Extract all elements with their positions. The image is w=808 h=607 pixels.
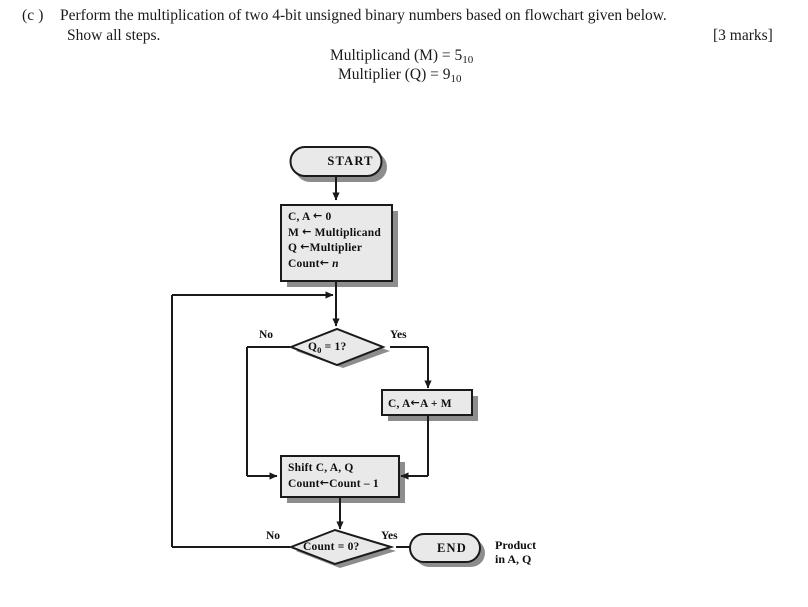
decision-q0-label: Q0 = 1? xyxy=(308,341,347,355)
given-multiplicand-subscript: 10 xyxy=(462,54,474,66)
given-multiplier: Multiplier (Q) = 910 xyxy=(338,66,462,85)
shift-line-2: Count←Count – 1 xyxy=(288,475,379,490)
init-line-3: Q ←Multiplier xyxy=(288,240,363,254)
branch-label-q0-no: No xyxy=(259,329,274,341)
branch-label-q0-yes: Yes xyxy=(390,329,407,341)
shift-process-shape xyxy=(280,455,400,498)
product-annotation-line-1: Product xyxy=(495,538,537,552)
flow-connectors xyxy=(171,175,432,551)
decision-count-shape xyxy=(288,528,395,566)
end-terminator-shape xyxy=(409,533,481,563)
init-line-4: Count← n xyxy=(288,255,339,270)
question-marks: [3 marks] xyxy=(713,27,773,44)
end-terminator-label: END xyxy=(437,541,467,555)
given-multiplier-subscript: 10 xyxy=(450,73,462,85)
shift-process-label: Shift C, A, Q Count←Count – 1 xyxy=(288,461,379,491)
branch-label-count-yes: Yes xyxy=(381,530,398,542)
decision-q0-shape xyxy=(288,327,386,367)
decision-count-label: Count = 0? xyxy=(303,541,360,553)
question-block: (c ) Perform the multiplication of two 4… xyxy=(0,0,808,95)
start-terminator-label: START xyxy=(327,154,374,168)
init-process-label: C, A ← 0 M ← Multiplicand Q ←Multiplier … xyxy=(288,209,381,271)
given-multiplicand-text: Multiplicand (M) = 5 xyxy=(330,47,463,64)
init-line-2: M ← Multiplicand xyxy=(288,224,381,239)
question-label: (c ) xyxy=(22,7,44,24)
add-process-shape xyxy=(381,389,473,416)
add-process-label: C, A←A + M xyxy=(388,396,452,410)
start-terminator-shape xyxy=(289,146,383,177)
flow-shapes xyxy=(280,146,481,566)
product-annotation: Product in A, Q xyxy=(495,538,536,566)
decision-q0-subscript: 0 xyxy=(317,345,322,355)
init-process-shape xyxy=(280,204,393,282)
init-line-1: C, A ← 0 xyxy=(288,209,332,223)
question-text-line-2: Show all steps. xyxy=(67,27,161,44)
shift-line-1: Shift C, A, Q xyxy=(288,462,354,474)
given-multiplier-text: Multiplier (Q) = 9 xyxy=(338,66,451,83)
question-text-line-1: Perform the multiplication of two 4-bit … xyxy=(60,7,667,24)
branch-label-count-no: No xyxy=(266,530,281,542)
given-multiplicand: Multiplicand (M) = 510 xyxy=(330,47,473,66)
product-annotation-line-2: in A, Q xyxy=(495,552,532,566)
